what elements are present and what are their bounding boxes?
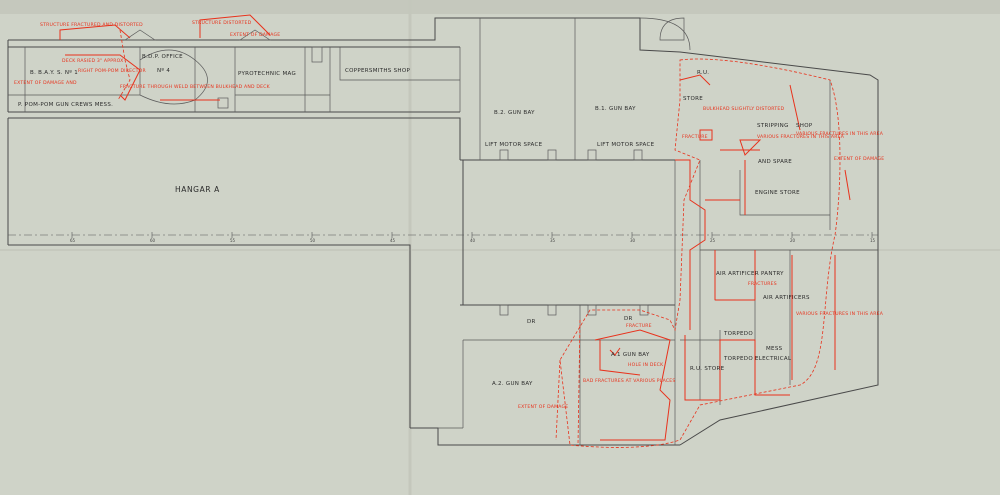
frame-number: 45: [390, 238, 396, 243]
frame-number: 40: [470, 238, 476, 243]
label-air-artificers: AIR ARTIFICERS: [763, 295, 810, 301]
note-extent-top: EXTENT OF DAMAGE: [230, 32, 280, 38]
frame-number: 25: [710, 238, 716, 243]
note-various-fractures-1: VARIOUS FRACTURES IN THIS AREA: [757, 134, 845, 140]
label-lift-motor-left: LIFT MOTOR SPACE: [485, 142, 543, 148]
note-fracture-dr: FRACTURE: [626, 323, 652, 329]
label-b-bay: B. B.A.Y. S. Nº 1: [30, 69, 78, 76]
label-and-spare: AND SPARE: [758, 159, 792, 165]
label-mess: MESS: [766, 346, 783, 352]
label-a1-gun-bay: A.1 GUN BAY: [611, 352, 650, 358]
note-structure-fractured: STRUCTURE FRACTURED AND DISTORTED: [40, 22, 143, 28]
frame-number: 60: [150, 238, 156, 243]
label-torpedo: TORPEDO: [723, 331, 753, 337]
note-various-fractures-3: VARIOUS FRACTURES IN THIS AREA: [796, 311, 884, 317]
note-structure-distorted: STRUCTURE DISTORTED: [192, 20, 252, 26]
frame-number-row: 65 60 55 50 45 40 35 30 25 20 15: [70, 232, 876, 243]
label-dr-right: DR: [624, 316, 633, 322]
label-air-artificer-pantry: AIR ARTIFICER PANTRY: [716, 271, 784, 277]
note-various-fractures-2: VARIOUS FRACTURES IN THIS AREA: [796, 131, 884, 137]
label-pyrotechnic: PYROTECHNIC MAG: [238, 71, 296, 77]
frame-number: 55: [230, 238, 236, 243]
label-dr-left: DR: [527, 319, 536, 325]
label-pom-pom-mess: P. POM-POM GUN CREWS MESS.: [18, 102, 113, 108]
aft-compartments: [674, 80, 878, 445]
label-shop: SHOP: [796, 123, 813, 129]
label-stripping: STRIPPING: [757, 123, 789, 129]
label-ru: R.U.: [697, 70, 709, 76]
label-lift-motor-right: LIFT MOTOR SPACE: [597, 142, 655, 148]
note-fracture-store: FRACTURE: [682, 134, 708, 140]
label-hangar-a: HANGAR A: [175, 185, 220, 194]
label-store: STORE: [683, 96, 703, 102]
label-engine-store: ENGINE STORE: [755, 190, 800, 196]
note-extent-bottom: EXTENT OF DAMAGE: [518, 404, 568, 410]
room-labels: HANGAR A B.2. GUN BAY B.1. GUN BAY LIFT …: [18, 54, 813, 387]
note-bad-fractures: BAD FRACTURES AT VARIOUS PLACES: [583, 378, 676, 384]
label-torpedo-electrical: TORPEDO ELECTRICAL: [723, 356, 792, 362]
damage-markings: [59, 14, 851, 448]
label-coppersmiths: COPPERSMITHS SHOP: [345, 68, 410, 74]
note-bulkhead-distorted: BULKHEAD SLIGHTLY DISTORTED: [703, 106, 784, 112]
paper-edge: [0, 0, 1000, 14]
damage-labels: STRUCTURE FRACTURED AND DISTORTED DECK R…: [14, 20, 884, 410]
frame-number: 30: [630, 238, 636, 243]
label-ru-store: R.U. STORE: [690, 366, 725, 372]
note-fractures-pantry: FRACTURES: [748, 281, 777, 287]
label-bdp-office: B.D.P. OFFICE: [142, 54, 183, 60]
label-b2-gun-bay: B.2. GUN BAY: [494, 110, 535, 116]
hull-outline: [7, 17, 879, 446]
note-extent-right: EXTENT OF DAMAGE: [834, 156, 884, 162]
frame-number: 50: [310, 238, 316, 243]
frame-number: 35: [550, 238, 556, 243]
note-hole-in-deck: HOLE IN DECK: [628, 362, 664, 368]
frame-number: 20: [790, 238, 796, 243]
frame-number: 65: [70, 238, 76, 243]
label-a2-gun-bay: A.2. GUN BAY: [492, 381, 533, 387]
note-right-pom-pom: RIGHT POM-POM DIRECTOR: [78, 68, 146, 74]
note-extent-left: EXTENT OF DAMAGE AND: [14, 80, 77, 86]
frame-number: 15: [870, 238, 876, 243]
label-no4: Nº 4: [157, 67, 170, 74]
note-fracture-weld: FRACTURE THROUGH WELD BETWEEN BULKHEAD A…: [120, 84, 271, 90]
label-b1-gun-bay: B.1. GUN BAY: [595, 106, 636, 112]
note-deck-raised: DECK RASIED 3" APPROX: [62, 58, 123, 64]
